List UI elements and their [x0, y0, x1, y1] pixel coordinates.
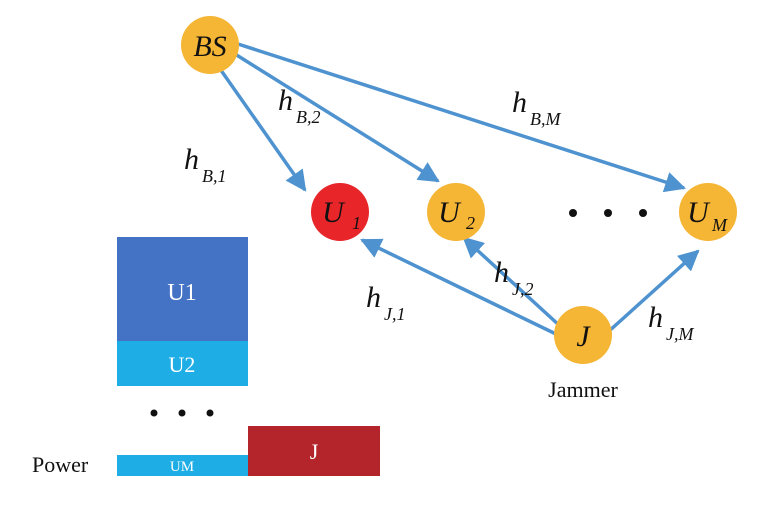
- channel-arrows: [216, 42, 700, 337]
- ellipsis-dot: [639, 209, 647, 217]
- channel-label-hb1: h B,1: [184, 143, 227, 186]
- channel-hjm-main: h: [648, 301, 663, 334]
- channel-hbm-sub: B,M: [530, 109, 561, 129]
- channel-label-hb2: h B,2: [278, 84, 321, 127]
- arrow-j-um: [606, 249, 700, 334]
- channel-hbm-main: h: [512, 86, 527, 119]
- channel-label-hbm: h B,M: [512, 86, 561, 129]
- node-u2-label: U: [438, 196, 462, 229]
- node-u2: U 2: [427, 183, 485, 241]
- node-u1-circle: [311, 183, 369, 241]
- channel-hb1-sub: B,1: [202, 166, 227, 186]
- node-um-sub: M: [711, 215, 728, 235]
- node-j-circle: [554, 306, 612, 364]
- channel-hj1-main: h: [366, 281, 381, 314]
- arrow-bs-u1: [216, 64, 307, 192]
- power-bar-j-label: J: [310, 439, 319, 464]
- node-u2-sub: 2: [466, 213, 475, 233]
- arrow-bs-um: [237, 42, 686, 193]
- node-bs-circle: [181, 16, 239, 74]
- arrow-j-u2: [462, 236, 562, 328]
- node-bs-label: BS: [193, 30, 226, 63]
- arrow-bs-u2: [234, 52, 440, 183]
- channel-hj2-sub: J,2: [512, 279, 534, 299]
- channel-hj2-main: h: [494, 256, 509, 289]
- node-j-caption: Jammer: [548, 377, 618, 402]
- power-bar-u2-label: U2: [169, 352, 196, 377]
- node-um-circle: [679, 183, 737, 241]
- channel-hb2-sub: B,2: [296, 107, 321, 127]
- node-j: J Jammer: [548, 306, 618, 402]
- ellipsis-dot: [569, 209, 577, 217]
- channel-label-hjm: h J,M: [648, 301, 694, 344]
- channel-hjm-sub: J,M: [666, 324, 694, 344]
- power-ellipsis-dot: [178, 409, 186, 417]
- ellipsis-dot: [604, 209, 612, 217]
- channel-hb1-main: h: [184, 143, 199, 176]
- node-u1-sub: 1: [352, 213, 361, 233]
- power-ellipsis-dot: [150, 409, 158, 417]
- channel-hj1-sub: J,1: [384, 304, 406, 324]
- power-bar-u1: [117, 237, 248, 341]
- power-bar-u2: [117, 341, 248, 386]
- channel-hb2-main: h: [278, 84, 293, 117]
- power-bar-um-label: UM: [170, 459, 194, 475]
- node-u1: U 1: [311, 183, 369, 241]
- arrow-j-u1: [360, 238, 559, 337]
- channel-label-hj1: h J,1: [366, 281, 406, 324]
- node-j-label: J: [576, 320, 591, 353]
- power-bar-u1-label: U1: [167, 280, 196, 306]
- power-bar-um: [117, 455, 248, 476]
- node-bs: BS: [181, 16, 239, 74]
- node-um-label: U: [687, 196, 711, 229]
- node-u1-label: U: [322, 196, 346, 229]
- power-axis-label: Power: [32, 452, 89, 477]
- node-u2-circle: [427, 183, 485, 241]
- node-um: U M: [679, 183, 737, 241]
- power-bar-j: [248, 426, 380, 476]
- channel-label-hj2: h J,2: [494, 256, 534, 299]
- power-chart: U1 U2 UM J Power: [32, 237, 380, 477]
- power-ellipsis-dot: [206, 409, 214, 417]
- node-ellipsis: [569, 209, 647, 217]
